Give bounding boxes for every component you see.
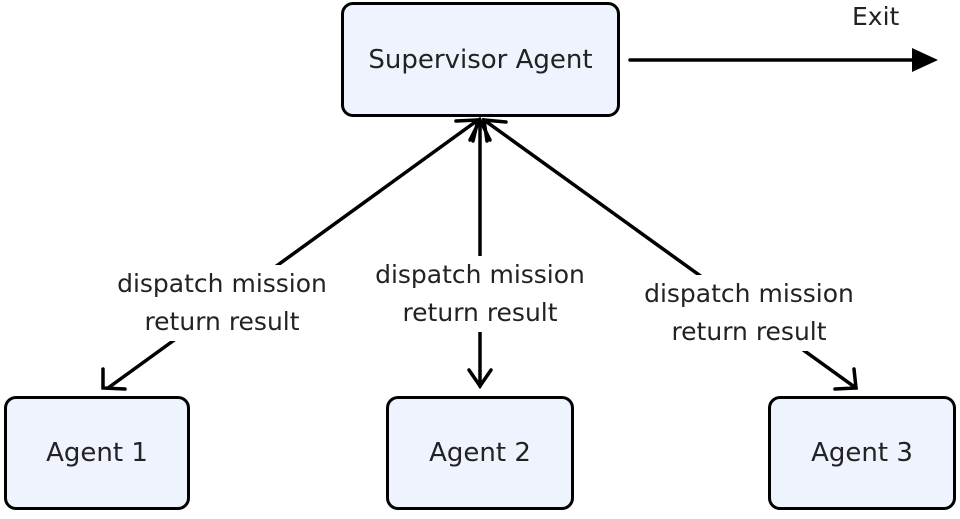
edge-label-agent3: dispatch mission return result (638, 275, 860, 351)
agent-1-label: Agent 1 (46, 438, 148, 468)
agent-2-label: Agent 2 (429, 438, 531, 468)
edge-label-line-return: return result (402, 298, 558, 327)
agent-3-node: Agent 3 (768, 396, 956, 510)
exit-arrowhead (912, 48, 938, 72)
arrowhead-to-agent3 (833, 367, 858, 391)
agent-2-node: Agent 2 (386, 396, 574, 510)
supervisor-agent-label: Supervisor Agent (368, 44, 593, 75)
edge-label-agent2: dispatch mission return result (370, 256, 590, 332)
agent-3-label: Agent 3 (811, 438, 913, 468)
exit-label: Exit (852, 2, 900, 31)
edge-label-line-dispatch: dispatch mission (117, 269, 327, 298)
arrowhead-to-supervisor-3 (481, 118, 508, 143)
arrowhead-to-agent1 (101, 367, 127, 391)
agent-1-node: Agent 1 (4, 396, 190, 510)
edge-label-agent1: dispatch mission return result (112, 265, 332, 341)
arrowhead-to-agent2 (467, 368, 493, 390)
connector-agent1-supervisor (106, 118, 480, 390)
edge-label-line-return: return result (671, 317, 827, 346)
edge-label-line-dispatch: dispatch mission (644, 279, 854, 308)
edge-label-line-dispatch: dispatch mission (375, 260, 585, 289)
edge-label-line-return: return result (144, 307, 300, 336)
supervisor-agent-node: Supervisor Agent (341, 2, 620, 117)
